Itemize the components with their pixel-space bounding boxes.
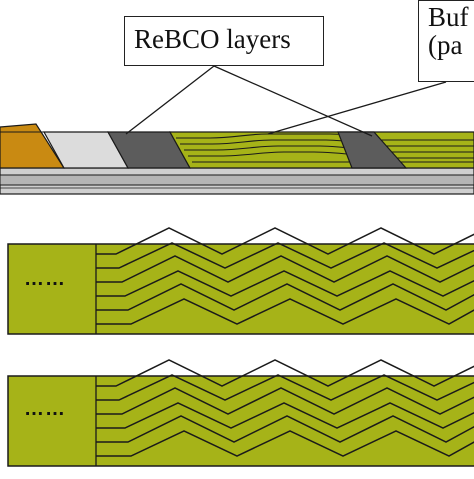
zigzag-line bbox=[96, 387, 474, 415]
buffer-label-line-2: (pa bbox=[428, 30, 463, 61]
strip-2-ellipsis: …… bbox=[24, 398, 66, 420]
leader-lines bbox=[125, 65, 447, 137]
buffer-label-line-1: Buf bbox=[428, 2, 469, 32]
strip-2-body bbox=[7, 375, 474, 467]
zigzag-line bbox=[96, 283, 474, 311]
cross-section-view bbox=[0, 65, 474, 195]
zigzag-line bbox=[96, 359, 474, 387]
strip-1-body bbox=[7, 243, 474, 335]
zigzag-line bbox=[96, 298, 474, 325]
strip-2-zigzag-lines bbox=[96, 359, 474, 457]
zigzag-line bbox=[96, 430, 474, 457]
zigzag-line bbox=[96, 270, 474, 297]
rebco-layers-label: ReBCO layers bbox=[124, 16, 324, 66]
zigzag-line bbox=[96, 242, 474, 269]
zigzag-line bbox=[96, 255, 474, 283]
substrate-stripe bbox=[0, 174, 474, 186]
zigzag-line bbox=[96, 402, 474, 429]
tape-strip-1 bbox=[7, 227, 474, 335]
strip-1-ellipsis: …… bbox=[24, 268, 66, 290]
tape-strip-2 bbox=[7, 359, 474, 467]
zigzag-line bbox=[96, 374, 474, 401]
rebco-layers-text: ReBCO layers bbox=[134, 24, 291, 54]
zigzag-line bbox=[96, 415, 474, 443]
strip-1-zigzag-lines bbox=[96, 227, 474, 325]
buffer-layers-label: Buf (pa bbox=[418, 0, 474, 82]
zigzag-line bbox=[96, 227, 474, 255]
